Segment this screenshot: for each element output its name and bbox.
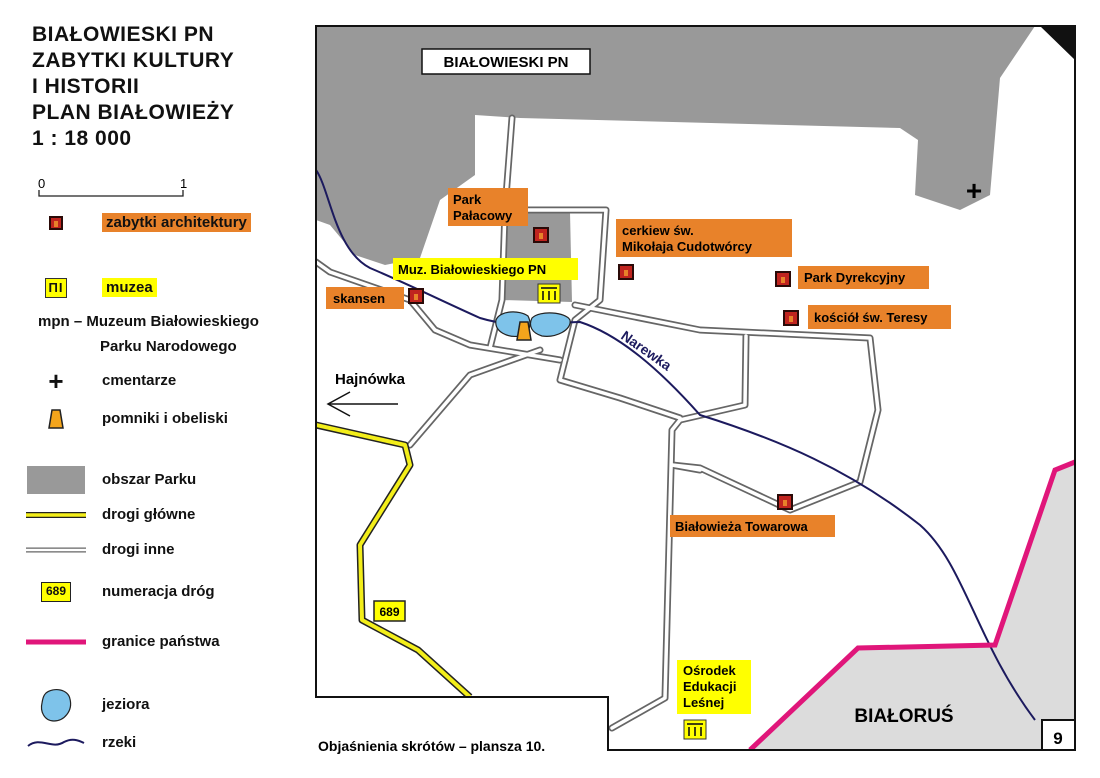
architecture-markers bbox=[408, 227, 799, 510]
cross-icon: + bbox=[48, 365, 64, 396]
park-label-box bbox=[421, 48, 591, 75]
legend-lakes-label: jeziora bbox=[102, 696, 150, 713]
legend-architecture: zabytki architektury bbox=[26, 208, 311, 238]
label-park-dyrekcyjny: Park Dyrekcyjny bbox=[804, 270, 906, 285]
label-park-dyrekcyjny-box bbox=[798, 266, 929, 289]
legend-rivers: rzeki bbox=[26, 728, 311, 758]
legend-museums: ΠΙ muzea bbox=[26, 273, 311, 303]
label-museum: Muz. Białowieskiego PN bbox=[398, 262, 546, 277]
state-border bbox=[748, 459, 1075, 750]
park-area-north bbox=[316, 26, 1035, 265]
legend-main-roads: drogi główne bbox=[26, 500, 311, 530]
park-area-swatch bbox=[27, 466, 85, 494]
architecture-icon bbox=[49, 216, 63, 230]
legend-road-numbers: 689 numeracja dróg bbox=[26, 577, 311, 607]
river-narewka bbox=[316, 169, 1036, 721]
label-osrodek-box bbox=[677, 660, 751, 714]
legend-rivers-label: rzeki bbox=[102, 734, 137, 751]
museum-icon bbox=[683, 719, 707, 740]
architecture-icon bbox=[408, 288, 424, 304]
lake-icon bbox=[40, 689, 72, 722]
legend-mpn-line-1: mpn – Muzeum Białowieskiego bbox=[38, 313, 259, 330]
road-number-badge: 689 bbox=[41, 582, 71, 602]
label-kosciol: kościół św. Teresy bbox=[814, 310, 928, 325]
label-osrodek-1: Ośrodek bbox=[683, 663, 737, 678]
legend-cemeteries: + cmentarze bbox=[26, 366, 311, 396]
page-number: 9 bbox=[1053, 729, 1062, 748]
legend-mpn-line-2: Parku Narodowego bbox=[100, 338, 237, 355]
cemetery-cross-icon: + bbox=[966, 175, 982, 206]
architecture-icon bbox=[618, 264, 634, 280]
label-osrodek-3: Leśnej bbox=[683, 695, 724, 710]
scale-start-label: 0 bbox=[38, 176, 45, 191]
architecture-icon bbox=[777, 494, 793, 510]
direction-label: Hajnówka bbox=[335, 371, 406, 388]
footer-note: Objaśnienia skrótów – plansza 10. bbox=[318, 738, 545, 754]
label-park-palacowy-1: Park bbox=[453, 192, 482, 207]
legend-other-roads: drogi inne bbox=[26, 535, 311, 565]
legend-border-label: granice państwa bbox=[102, 633, 220, 650]
title-line-1: BIAŁOWIESKI PN bbox=[32, 23, 215, 46]
river-label: Narewka bbox=[618, 327, 675, 373]
legend-park-area-label: obszar Parku bbox=[102, 471, 197, 488]
monument-icon bbox=[48, 409, 64, 429]
belarus-label: BIAŁORUŚ bbox=[854, 705, 953, 727]
legend-other-roads-label: drogi inne bbox=[102, 541, 175, 558]
map-frame bbox=[315, 25, 1076, 751]
legend-museums-label: muzea bbox=[102, 278, 157, 297]
road-number-badge-map bbox=[373, 600, 406, 622]
label-park-palacowy-box bbox=[448, 188, 528, 226]
legend-architecture-label: zabytki architektury bbox=[102, 213, 251, 232]
lake-east bbox=[529, 312, 571, 337]
museum-icon: ΠΙ bbox=[45, 278, 67, 298]
monument-icon bbox=[516, 321, 532, 341]
legend-monuments: pomniki i obeliski bbox=[26, 404, 311, 434]
label-skansen-box bbox=[326, 287, 404, 309]
other-road-swatch bbox=[26, 547, 86, 553]
border-swatch bbox=[26, 639, 86, 645]
park-label: BIAŁOWIESKI PN bbox=[443, 54, 568, 71]
belarus-area bbox=[750, 462, 1075, 750]
label-towarowa: Białowieża Towarowa bbox=[675, 519, 808, 534]
corner-mark bbox=[1040, 26, 1075, 60]
legend-main-roads-label: drogi główne bbox=[102, 506, 196, 523]
museum-icon bbox=[537, 283, 561, 304]
label-kosciol-box bbox=[808, 305, 951, 329]
title-line-4: PLAN BIAŁOWIEŻY bbox=[32, 101, 235, 124]
label-park-palacowy-2: Pałacowy bbox=[453, 208, 513, 223]
label-towarowa-box bbox=[670, 515, 835, 537]
architecture-icon bbox=[775, 271, 791, 287]
title-scale: 1 : 18 000 bbox=[32, 127, 132, 150]
direction-arrow-icon bbox=[326, 391, 398, 417]
legend-border: granice państwa bbox=[26, 627, 311, 657]
map-title: BIAŁOWIESKI PN ZABYTKI KULTURY I HISTORI… bbox=[32, 22, 234, 152]
label-cerkiew-box bbox=[616, 219, 792, 257]
label-museum-box bbox=[393, 258, 578, 280]
legend-road-numbers-label: numeracja dróg bbox=[102, 583, 215, 600]
main-road-689 bbox=[316, 423, 472, 699]
main-road-swatch bbox=[26, 512, 86, 518]
label-cerkiew-2: Mikołaja Cudotwórcy bbox=[622, 239, 753, 254]
architecture-icon bbox=[783, 310, 799, 326]
label-cerkiew-1: cerkiew św. bbox=[622, 223, 694, 238]
title-line-2: ZABYTKI KULTURY bbox=[32, 49, 235, 72]
label-skansen: skansen bbox=[333, 291, 385, 306]
legend-monuments-label: pomniki i obeliski bbox=[102, 410, 228, 427]
legend-park-area: obszar Parku bbox=[26, 465, 311, 495]
legend-lakes: jeziora bbox=[26, 685, 311, 725]
architecture-icon bbox=[533, 227, 549, 243]
label-osrodek-2: Edukacji bbox=[683, 679, 736, 694]
page-number-box bbox=[1041, 719, 1076, 751]
river-swatch bbox=[27, 738, 85, 747]
title-line-3: I HISTORII bbox=[32, 75, 140, 98]
road-number-map: 689 bbox=[379, 605, 399, 619]
main-road-casing bbox=[316, 421, 473, 700]
legend-cemeteries-label: cmentarze bbox=[102, 372, 177, 389]
